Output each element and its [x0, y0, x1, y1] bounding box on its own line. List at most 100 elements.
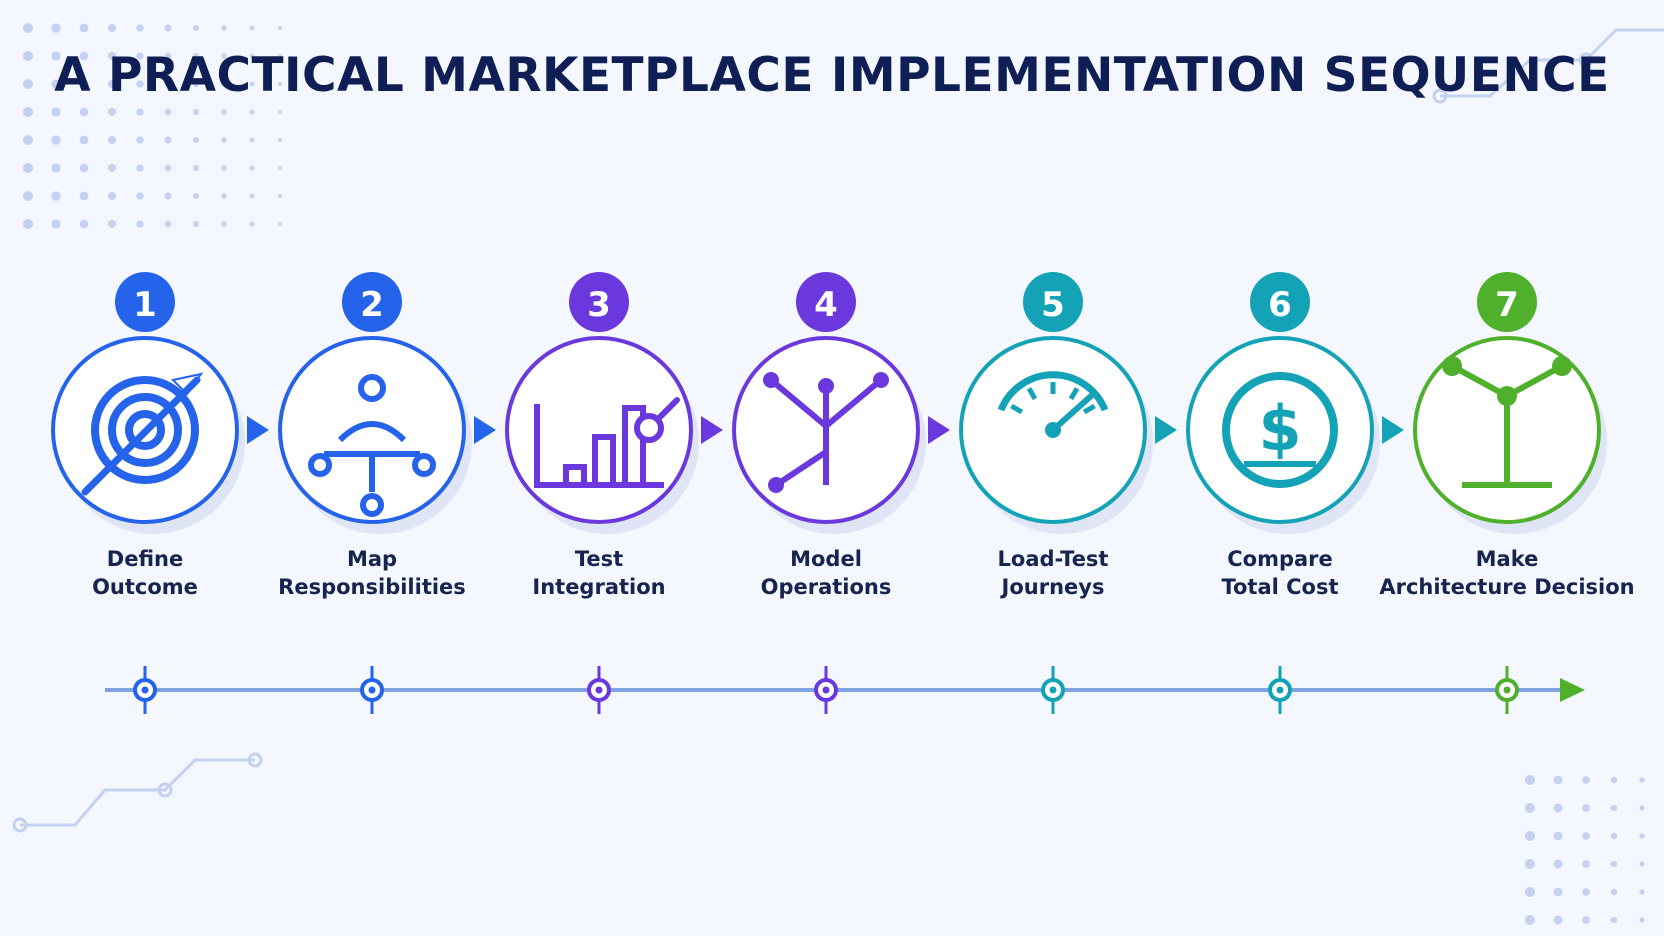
decor-dot	[249, 25, 255, 31]
step-6: 6$	[1186, 272, 1404, 534]
timeline-marker-3	[587, 666, 611, 714]
decor-dot	[249, 81, 255, 87]
decor-dot	[51, 163, 61, 173]
decor-dot	[1553, 887, 1563, 897]
decor-dot	[1639, 917, 1645, 923]
step-label-line2: Architecture Decision	[1379, 575, 1635, 599]
decor-dot	[136, 136, 144, 144]
step-7: 7	[1413, 272, 1607, 534]
decor-dot	[23, 107, 33, 117]
decor-dot	[1639, 889, 1645, 895]
timeline-marker-4	[814, 666, 838, 714]
decor-dot	[249, 193, 255, 199]
decor-dot	[1525, 775, 1535, 785]
decor-dot	[23, 163, 33, 173]
step-number: 2	[360, 285, 384, 325]
step-number: 3	[587, 285, 611, 325]
step-number-badge	[1023, 272, 1083, 332]
decor-dot	[164, 164, 172, 172]
decor-dot	[23, 23, 33, 33]
decor-dot	[51, 219, 61, 229]
decor-dot	[1582, 804, 1590, 812]
circuit-node	[1578, 52, 1594, 68]
circuit-line	[20, 758, 255, 827]
decor-dot	[79, 135, 89, 145]
decor-dot	[277, 53, 283, 59]
decor-dot	[107, 219, 117, 229]
decor-dot	[51, 135, 61, 145]
decor-dot	[23, 191, 33, 201]
decor-dot	[277, 137, 283, 143]
decor-dot	[1525, 859, 1535, 869]
svg-text:$: $	[1258, 392, 1301, 465]
decor-dot	[1639, 833, 1645, 839]
decor-dot	[51, 191, 61, 201]
decor-dot	[1639, 805, 1645, 811]
decor-dot	[23, 135, 33, 145]
step-number: 5	[1041, 285, 1065, 325]
decor-dot	[107, 51, 117, 61]
decor-dot	[164, 80, 172, 88]
connector-arrow	[1382, 416, 1404, 444]
step-circle	[278, 336, 466, 524]
step-label-line1: Make	[1475, 547, 1539, 571]
decor-dot	[192, 220, 200, 228]
decor-dot	[277, 221, 283, 227]
decor-dot	[1553, 859, 1563, 869]
timeline	[105, 666, 1585, 714]
network-icon	[763, 372, 889, 493]
decor-dot	[107, 107, 117, 117]
step-label-line1: Define	[106, 547, 184, 571]
decor-dot	[79, 163, 89, 173]
decor-dot	[51, 51, 61, 61]
decor-dot	[79, 51, 89, 61]
step-number: 7	[1495, 285, 1519, 325]
decor-dot	[136, 164, 144, 172]
step-number-badge	[796, 272, 856, 332]
decor-dot	[1525, 915, 1535, 925]
decor-dot	[107, 135, 117, 145]
background-decoration	[12, 23, 1664, 925]
circuit-line	[1440, 28, 1664, 98]
decor-dot	[1582, 888, 1590, 896]
decor-dot	[107, 79, 117, 89]
decor-dot	[192, 52, 200, 60]
decor-dot	[1525, 887, 1535, 897]
circuit-node	[157, 782, 173, 798]
decor-dot	[79, 23, 89, 33]
decor-dot	[277, 109, 283, 115]
step-circle	[1186, 336, 1374, 524]
decor-dot	[136, 108, 144, 116]
decor-dot	[192, 108, 200, 116]
target-icon	[81, 372, 204, 496]
decor-dot	[1582, 776, 1590, 784]
decor-dot	[221, 81, 227, 87]
decor-dot	[277, 25, 283, 31]
connector-arrow	[247, 416, 269, 444]
decor-dot	[192, 80, 200, 88]
decor-dot	[249, 137, 255, 143]
decor-dot	[221, 25, 227, 31]
connector-arrow	[701, 416, 723, 444]
step-label-line1: Compare	[1227, 547, 1333, 571]
decor-dot	[1639, 777, 1645, 783]
timeline-marker-5	[1041, 666, 1065, 714]
gauge-icon	[997, 371, 1109, 438]
decor-dot	[136, 52, 144, 60]
decor-dot	[1553, 831, 1563, 841]
decor-dot	[221, 109, 227, 115]
timeline-marker-7	[1495, 666, 1519, 714]
timeline-marker-2	[360, 666, 384, 714]
timeline-marker-6	[1268, 666, 1292, 714]
org-chart-icon	[308, 374, 436, 517]
step-label-line2: Integration	[532, 575, 666, 599]
decor-dot	[1582, 860, 1590, 868]
decor-dot	[277, 81, 283, 87]
decor-dot	[249, 165, 255, 171]
